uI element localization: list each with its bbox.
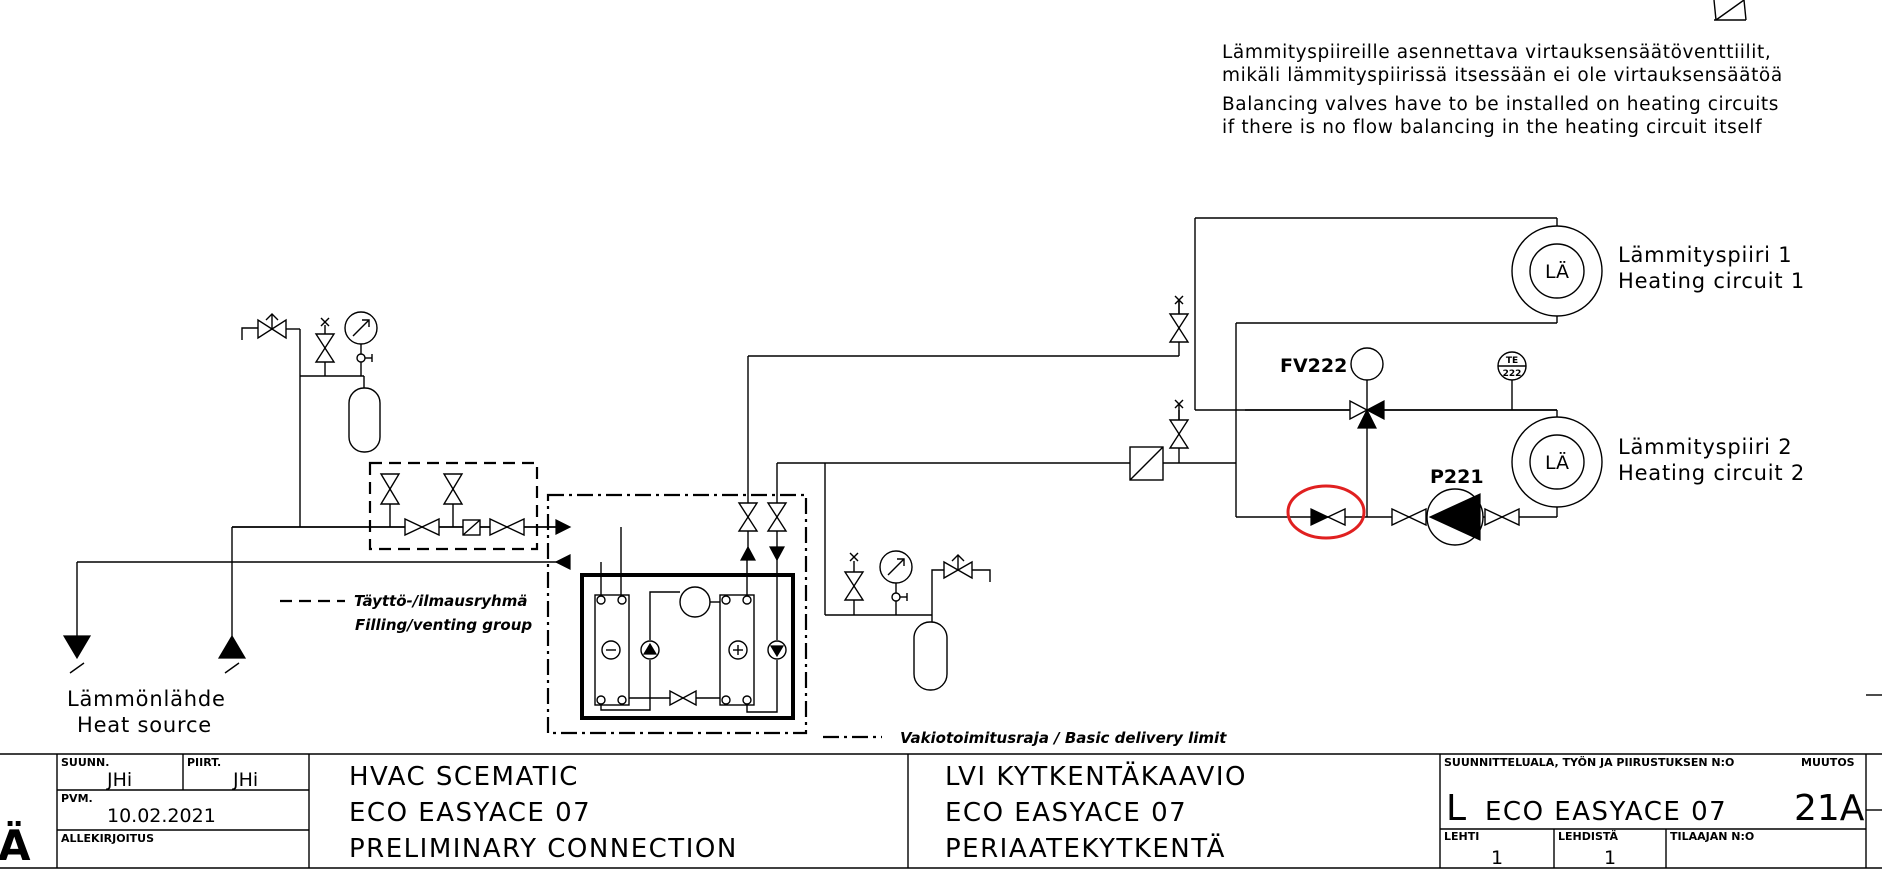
note-fi-line1: Lämmityspiireille asennettava virtauksen… — [1222, 42, 1771, 63]
secondary-outlets — [737, 356, 788, 562]
te-label-top: TE — [1506, 356, 1518, 366]
filter-icon — [1129, 446, 1164, 481]
supply-arrow-down-icon — [62, 635, 92, 660]
substation-unit — [580, 527, 795, 720]
vent-valve-icon — [314, 317, 336, 376]
piirt-label: PIIRT. — [187, 756, 221, 769]
circuit-2-symbol: LÄ — [1545, 451, 1569, 474]
highlight-circle — [1286, 484, 1366, 540]
temperature-sensor-icon: TE 222 — [1497, 351, 1527, 410]
title-fi-1: LVI KYTKENTÄKAAVIO — [945, 760, 1247, 792]
filling-group-boundary — [368, 461, 539, 551]
drawing-number: 21A — [1794, 788, 1865, 829]
title-en-2: ECO EASYACE 07 — [349, 798, 591, 828]
break-mark-icon — [224, 662, 240, 674]
inflow-arrow-icon — [555, 519, 572, 535]
tilaajan-label: TILAAJAN N:O — [1670, 830, 1754, 843]
note-en-line1: Balancing valves have to be installed on… — [1222, 94, 1779, 115]
drawing-prefix: L — [1446, 788, 1466, 829]
pvm-value: 10.02.2021 — [107, 805, 216, 827]
note-fi-line2: mikäli lämmityspiirissä itsessään ei ole… — [1222, 65, 1783, 86]
title-en-3: PRELIMINARY CONNECTION — [349, 834, 738, 864]
pump-p221-icon — [1426, 488, 1484, 546]
muutos-label: MUUTOS — [1801, 756, 1855, 769]
suunn-label: SUUNN. — [61, 756, 109, 769]
drawing-name: ECO EASYACE 07 — [1485, 797, 1727, 827]
mixing-loop — [1245, 409, 1557, 517]
circuit-1-symbol: LÄ — [1545, 260, 1569, 283]
suunnitteluala-label: SUUNNITTELUALA, TYÖN JA PIIRUSTUKSEN N:O — [1444, 755, 1734, 769]
te-label-bottom: 222 — [1503, 369, 1522, 379]
vent-valve-icon — [1168, 295, 1190, 343]
title-fi-2: ECO EASYACE 07 — [945, 798, 1187, 828]
pvm-label: PVM. — [61, 792, 93, 805]
balancing-valve-icon — [1310, 507, 1346, 527]
lehdista-value: 1 — [1604, 847, 1616, 869]
delivery-legend: Vakiotoimitusraja / Basic delivery limit — [900, 729, 1227, 747]
filling-group — [232, 473, 560, 537]
circuit-2-en: Heating circuit 2 — [1618, 461, 1805, 485]
pressure-gauge-icon — [344, 311, 378, 376]
delivery-limit-boundary — [546, 493, 808, 735]
circuit-1-fi: Lämmityspiiri 1 — [1618, 243, 1792, 267]
safety-valve-icon — [241, 313, 301, 340]
filling-legend-en: Filling/venting group — [355, 616, 532, 634]
logo-fragment: Ä — [0, 820, 31, 870]
isolation-valve-icon — [1484, 507, 1520, 527]
isolation-valve-icon — [1391, 507, 1427, 527]
heat-source-en: Heat source — [77, 713, 212, 737]
pump-tag: P221 — [1430, 466, 1484, 488]
return-arrow-up-icon — [217, 634, 247, 659]
title-en-1: HVAC SCEMATIC — [349, 762, 579, 792]
lehti-label: LEHTI — [1444, 830, 1479, 843]
expansion-group-2 — [843, 550, 991, 691]
filling-legend-fi: Täyttö-/ilmausryhmä — [354, 592, 528, 610]
outflow-arrow-icon — [554, 554, 571, 570]
heating-circuit-1: LÄ — [1511, 218, 1603, 323]
secondary-piping — [748, 217, 1557, 616]
fv222-tag: FV222 — [1280, 355, 1347, 377]
vent-valve-icon — [1168, 399, 1190, 463]
title-fi-3: PERIAATEKYTKENTÄ — [945, 832, 1226, 864]
lehti-value: 1 — [1491, 847, 1503, 869]
piirt-value: JHi — [232, 769, 258, 791]
expansion-tank-icon — [348, 387, 381, 453]
note-en-line2: if there is no flow balancing in the hea… — [1222, 117, 1762, 138]
circuit-1-en: Heating circuit 1 — [1618, 269, 1805, 293]
fv222-valve — [1349, 347, 1385, 429]
lehdista-label: LEHDISTÄ — [1558, 829, 1619, 843]
title-block — [0, 694, 1882, 869]
heat-source-fi: Lämmönlähde — [67, 687, 226, 711]
suunn-value: JHi — [106, 769, 132, 791]
top-corner-symbol — [1713, 0, 1747, 21]
break-mark-icon — [69, 662, 85, 674]
circuit-2-fi: Lämmityspiiri 2 — [1618, 435, 1792, 459]
allekirjoitus-label: ALLEKIRJOITUS — [61, 832, 154, 845]
heating-circuit-2: LÄ — [1511, 410, 1603, 517]
